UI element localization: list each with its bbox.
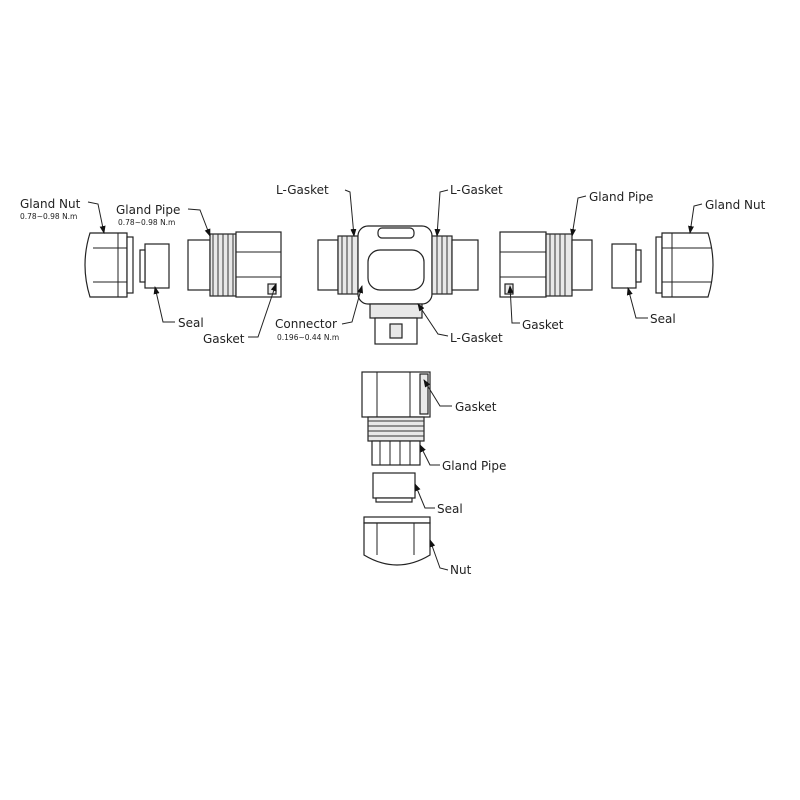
label-bottom-gland-pipe: Gland Pipe bbox=[442, 459, 506, 473]
label-l-gasket-bottom: L-Gasket bbox=[450, 331, 503, 345]
label-right-gasket: Gasket bbox=[522, 318, 564, 332]
label-left-gland-pipe-torque: 0.78~0.98 N.m bbox=[118, 218, 175, 227]
label-bottom-gasket: Gasket bbox=[455, 400, 497, 414]
label-right-gland-nut: Gland Nut bbox=[705, 198, 766, 212]
label-connector-torque: 0.196~0.44 N.m bbox=[277, 333, 339, 342]
label-left-gland-nut: Gland Nut bbox=[20, 197, 81, 211]
label-l-gasket-right: L-Gasket bbox=[450, 183, 503, 197]
label-bottom-nut: Nut bbox=[450, 563, 472, 577]
left-gland-nut-part bbox=[84, 232, 134, 298]
label-left-gland-pipe: Gland Pipe bbox=[116, 203, 180, 217]
leader-lines bbox=[87, 189, 703, 571]
bottom-seal-part bbox=[372, 472, 416, 503]
right-seal-part bbox=[611, 243, 642, 289]
left-seal-part bbox=[139, 243, 170, 289]
bottom-gland-pipe-part bbox=[361, 371, 431, 466]
t-connector-body bbox=[317, 225, 479, 345]
label-left-seal: Seal bbox=[178, 316, 204, 330]
label-connector: Connector bbox=[275, 317, 337, 331]
right-gland-nut-part bbox=[655, 232, 714, 298]
left-gland-pipe-part bbox=[187, 231, 282, 298]
label-right-gland-pipe: Gland Pipe bbox=[589, 190, 653, 204]
right-gland-pipe-part bbox=[499, 231, 593, 298]
label-left-gland-nut-torque: 0.78~0.98 N.m bbox=[20, 212, 77, 221]
label-right-seal: Seal bbox=[650, 312, 676, 326]
bottom-nut-part bbox=[363, 516, 431, 566]
label-bottom-seal: Seal bbox=[437, 502, 463, 516]
label-left-gasket: Gasket bbox=[203, 332, 245, 346]
label-l-gasket-left: L-Gasket bbox=[276, 183, 329, 197]
